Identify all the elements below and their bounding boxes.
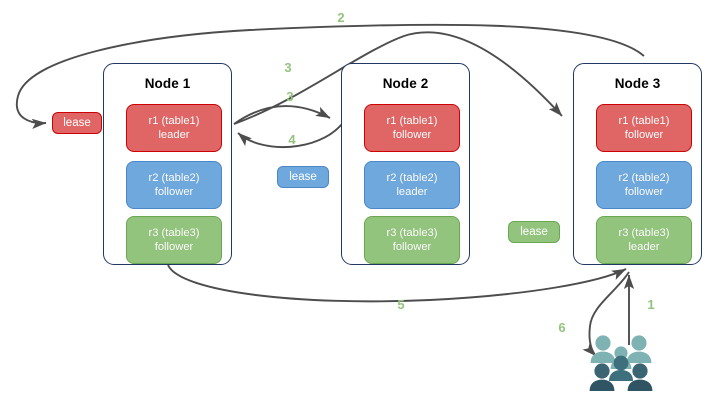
- node-2-replica-r2-line2: leader: [396, 186, 428, 198]
- step-label-6: 6: [558, 320, 566, 335]
- node-3-replica-r3-line2: leader: [628, 241, 660, 253]
- node-3-replica-r1-line2: follower: [624, 129, 664, 141]
- step-label-3-lower: 3: [286, 89, 294, 104]
- node-1-replica-r1-line2: leader: [158, 129, 190, 141]
- node-2-replica-r1-line1: r1 (table1): [386, 115, 438, 127]
- node-2-container[interactable]: Node 2 r1 (table1) follower r2 (table2) …: [341, 63, 470, 265]
- lease-badge-r3[interactable]: lease: [508, 221, 560, 243]
- node-3-replica-r1-line1: r1 (table1): [618, 115, 670, 127]
- lease-badge-r2[interactable]: lease: [277, 166, 329, 188]
- node-2-replica-r3[interactable]: r3 (table3) follower: [364, 216, 460, 264]
- node-2-title: Node 2: [382, 76, 429, 91]
- node-1-replica-r2-line2: follower: [154, 186, 194, 198]
- node-3-container[interactable]: Node 3 r1 (table1) follower r2 (table2) …: [573, 63, 702, 265]
- node-2-replica-r3-line1: r3 (table3): [386, 227, 438, 239]
- step-label-3-upper: 3: [284, 60, 292, 75]
- node-2-replica-r2[interactable]: r2 (table2) leader: [364, 161, 460, 209]
- node-1-replica-r3-line2: follower: [154, 241, 194, 253]
- edge-step-5: [167, 264, 627, 303]
- node-1-replica-r1-line1: r1 (table1): [148, 115, 200, 127]
- node-1-replica-r2[interactable]: r2 (table2) follower: [126, 161, 222, 209]
- node-3-replica-r3-line1: r3 (table3): [618, 227, 670, 239]
- node-1-replica-r3-line1: r3 (table3): [148, 227, 200, 239]
- node-3-replica-r2[interactable]: r2 (table2) follower: [596, 161, 692, 209]
- step-label-2: 2: [337, 10, 345, 25]
- node-2-replica-r1[interactable]: r1 (table1) follower: [364, 104, 460, 152]
- node-1-title: Node 1: [144, 76, 191, 91]
- node-3-replica-r1[interactable]: r1 (table1) follower: [596, 104, 692, 152]
- step-label-4: 4: [288, 132, 296, 147]
- people-group-icon: [589, 335, 653, 391]
- node-1-replica-r1[interactable]: r1 (table1) leader: [126, 104, 222, 152]
- lease-badge-r1[interactable]: lease: [52, 112, 102, 134]
- step-label-5: 5: [397, 297, 405, 312]
- node-3-replica-r2-line1: r2 (table2): [618, 172, 670, 184]
- step-label-1: 1: [647, 297, 655, 312]
- node-2-replica-r3-line2: follower: [392, 241, 432, 253]
- node-2-replica-r2-line1: r2 (table2): [386, 172, 438, 184]
- node-3-replica-r2-line2: follower: [624, 186, 664, 198]
- node-1-container[interactable]: Node 1 r1 (table1) leader r2 (table2) fo…: [103, 63, 232, 265]
- node-1-replica-r3[interactable]: r3 (table3) follower: [126, 216, 222, 264]
- node-2-replica-r1-line2: follower: [392, 129, 432, 141]
- node-3-title: Node 3: [614, 76, 661, 91]
- node-3-replica-r3[interactable]: r3 (table3) leader: [596, 216, 692, 264]
- node-1-replica-r2-line1: r2 (table2): [148, 172, 200, 184]
- edge-step-3-to-node2: [233, 105, 331, 125]
